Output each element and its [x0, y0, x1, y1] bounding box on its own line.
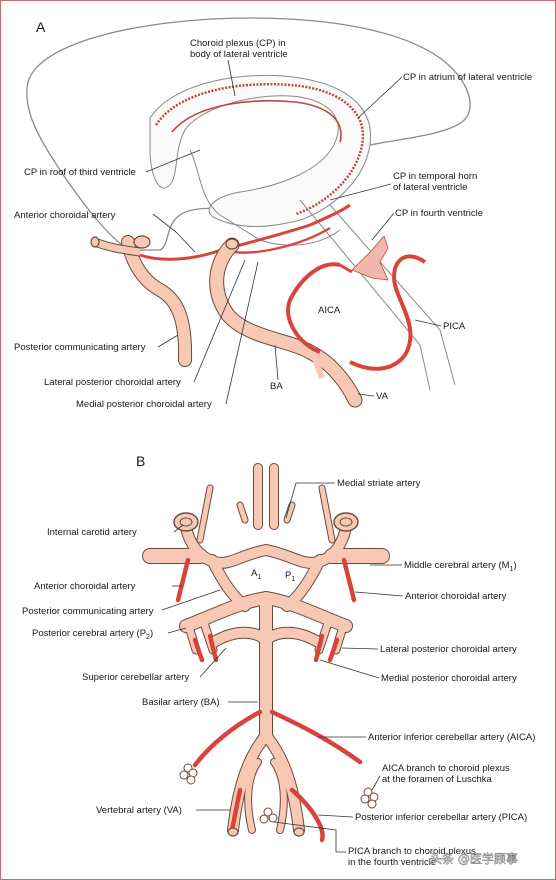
ant-choroidal-artery-a: [139, 203, 351, 261]
label-pica-branch-2: in the fourth ventricle: [348, 857, 436, 868]
leader-ba-a: [274, 344, 279, 381]
leader-pica-branch: [273, 821, 346, 853]
leader-cp-third: [145, 149, 201, 173]
leader-cp-body: [227, 59, 236, 97]
label-lpch-b: Lateral posterior choroidal artery: [380, 644, 517, 655]
leader-aica-branch: [371, 775, 381, 791]
label-medial-striate: Medial striate artery: [337, 478, 421, 489]
leader-cp-atrium: [357, 76, 403, 119]
label-pica-b: Posterior inferior cerebellar artery (PI…: [355, 812, 527, 823]
label-cp-temporal-2: of lateral ventricle: [393, 182, 467, 193]
leader-sca: [199, 647, 227, 678]
label-basilar: Basilar artery (BA): [142, 697, 220, 708]
pca-a-cut: [225, 238, 239, 250]
label-cp-atrium: CP in atrium of lateral ventricle: [403, 72, 532, 83]
leader-lpch-b: [341, 647, 379, 650]
leader-ant-choroidal-right: [354, 591, 404, 597]
watermark: 头条 @医学顾事: [430, 851, 518, 866]
label-p1: P1: [285, 570, 295, 583]
label-cp-body-1: Choroid plexus (CP) in: [190, 38, 286, 49]
label-cp-body-2: body of lateral ventricle: [190, 49, 288, 60]
leader-mpch-a: [225, 261, 259, 405]
label-ica: Internal carotid artery: [47, 527, 137, 538]
label-pica-a: PICA: [443, 321, 466, 332]
ica-a-cut: [133, 235, 151, 249]
aica-a: [286, 262, 341, 354]
label-ant-choroidal-a: Anterior choroidal artery: [14, 210, 116, 221]
pca-a-fill: [210, 238, 362, 407]
label-cp-temporal-1: CP in temporal horn: [393, 171, 477, 182]
panel-b-letter: B: [136, 453, 145, 469]
leader-va-a: [357, 393, 375, 397]
lateral-ventricle: [149, 74, 372, 227]
label-mpch-b: Medial posterior choroidal artery: [381, 673, 517, 684]
label-mca: Middle cerebral artery (M1): [404, 560, 517, 573]
leader-mpch-b: [319, 659, 380, 679]
ica-a-fill: [122, 236, 192, 366]
pcom-a-cut: [90, 236, 100, 248]
label-cp-third: CP in roof of third ventricle: [24, 167, 136, 178]
choroid-plexus-inner: [171, 100, 342, 143]
label-pcom-b: Posterior communicating artery: [22, 606, 154, 617]
leader-lpch-a: [193, 259, 246, 383]
leader-pica-a: [414, 319, 442, 327]
leader-cp-fourth: [371, 212, 395, 241]
leader-pica-b: [317, 814, 354, 818]
label-ba-a: BA: [270, 381, 283, 392]
label-ant-choroidal-right: Anterior choroidal artery: [405, 591, 507, 602]
label-pica-branch-1: PICA branch to choroid plexus: [348, 846, 476, 857]
pch-artery-a: [224, 226, 331, 254]
label-lpch-a: Lateral posterior choroidal artery: [44, 377, 181, 388]
brainstem-outline: [299, 199, 456, 391]
label-sca: Superior cerebellar artery: [82, 672, 189, 683]
label-pcom-a: Posterior communicating artery: [14, 342, 146, 353]
panel-a-letter: A: [36, 19, 46, 35]
label-mpch-a: Medial posterior choroidal artery: [76, 399, 212, 410]
label-va-b: Vertebral artery (VA): [96, 805, 182, 816]
label-va-a: VA: [376, 391, 389, 402]
leader-cp-temporal: [329, 183, 392, 201]
aica-branch-a: [339, 263, 353, 274]
leader-pca: [167, 627, 187, 634]
label-ant-choroidal-left: Anterior choroidal artery: [34, 581, 136, 592]
arterial-circle: [142, 463, 390, 843]
leader-pcom-a: [157, 334, 179, 348]
leader-ica: [173, 524, 184, 533]
label-aica-branch-2: at the foramen of Luschka: [382, 774, 493, 785]
label-cp-fourth: CP in fourth ventricle: [395, 208, 483, 219]
cp-fourth-ventricle-tuft: [351, 235, 389, 281]
label-a1: A1: [251, 568, 261, 581]
label-aica-a: AICA: [318, 305, 341, 316]
label-aica-branch-1: AICA branch to choroid plexus: [382, 763, 510, 774]
pica-a: [349, 254, 427, 371]
leader-medial-striate: [285, 482, 335, 519]
leader-ant-choroidal-a: [152, 213, 196, 253]
leader-pcom-b: [161, 589, 221, 611]
label-aica-b: Anterior inferior cerebellar artery (AIC…: [368, 732, 535, 743]
label-pca: Posterior cerebral artery (P2): [32, 628, 153, 641]
sca-a: [309, 348, 325, 380]
